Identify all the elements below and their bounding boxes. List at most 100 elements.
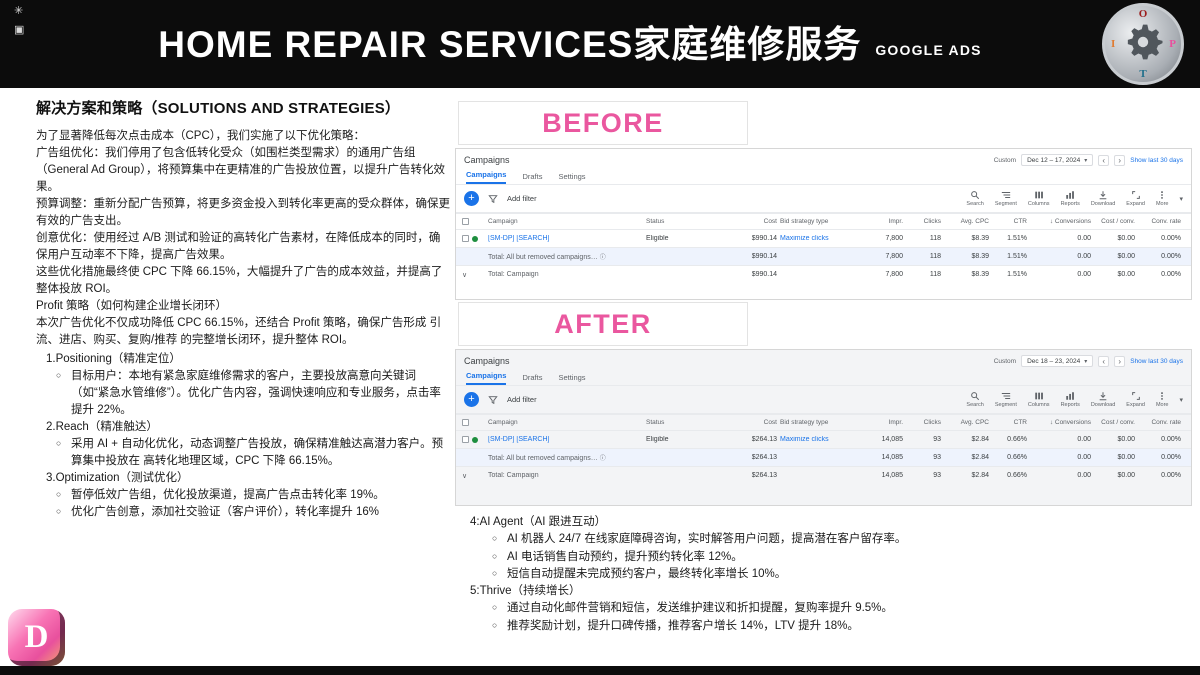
show-last-30-days-link[interactable]: Show last 30 days <box>1130 357 1183 365</box>
column-header: Clicks <box>923 419 941 426</box>
bullet-item: 目标用户：本地有紧急家庭维修需求的客户，主要投放高意向关键词（如“紧急水管维修”… <box>56 368 450 419</box>
sparkle-icon[interactable]: ✳ <box>14 5 24 17</box>
columns-icon <box>1034 190 1044 200</box>
cell-conversions: 0.00 <box>1077 235 1091 242</box>
tab-campaigns[interactable]: Campaigns <box>466 371 507 385</box>
cell-name: Total: Campaign <box>488 271 539 278</box>
collapse-chevron-icon[interactable]: ∨ <box>462 472 468 480</box>
enabled-status-icon <box>472 235 478 242</box>
google-ads-screenshot-before: Campaigns Custom Dec 12 – 17, 2024▾ ‹ › Show … <box>455 148 1192 300</box>
column-header: ↓ Conversions <box>1049 218 1091 225</box>
cell-name[interactable]: [SM-DP] [SEARCH] <box>488 436 550 443</box>
date-prev-button[interactable]: ‹ <box>1098 355 1110 367</box>
caret-down-icon: ▾ <box>1084 358 1088 365</box>
cell-avg_cpc: $2.84 <box>971 436 989 443</box>
bullet-item: 采用 AI + 自动化优化，动态调整广告投放，确保精准触达高潜力客户。预算集中投… <box>56 436 450 470</box>
add-campaign-button[interactable]: + <box>464 392 479 407</box>
row-checkbox[interactable] <box>462 235 469 242</box>
columns-icon <box>1034 391 1044 401</box>
add-campaign-button[interactable]: + <box>464 191 479 206</box>
cell-bid[interactable]: Maximize clicks <box>780 436 829 443</box>
toolbar-search-button[interactable]: Search <box>966 190 984 207</box>
date-custom-label: Custom <box>993 156 1017 164</box>
expand-icon <box>1131 391 1141 401</box>
expand-icon <box>1131 190 1141 200</box>
toolbar-segment-button[interactable]: Segment <box>995 190 1017 207</box>
table-row: Total: All but removed campaigns…ⓘ$264.1… <box>456 448 1191 466</box>
cell-conversions: 0.00 <box>1077 472 1091 479</box>
column-header: CTR <box>1013 419 1027 426</box>
column-header: Cost <box>763 419 777 426</box>
solutions-title: 解决方案和策略（SOLUTIONS AND STRATEGIES） <box>36 100 401 117</box>
date-range-selector[interactable]: Dec 18 – 23, 2024▾ <box>1021 355 1094 367</box>
select-all-checkbox[interactable] <box>462 218 469 225</box>
cell-name: Total: All but removed campaigns…ⓘ <box>488 254 606 261</box>
tab-drafts[interactable]: Drafts <box>522 373 543 382</box>
tab-campaigns[interactable]: Campaigns <box>466 170 507 184</box>
toolbar-caret-icon[interactable]: ▾ <box>1179 195 1183 203</box>
header-bar: ✳ ▣ HOME REPAIR SERVICES家庭维修服务 GOOGLE AD… <box>0 0 1200 88</box>
after-label-box: AFTER <box>458 302 748 346</box>
collapse-chevron-icon[interactable]: ∨ <box>462 271 468 279</box>
cell-name: Total: Campaign <box>488 472 539 479</box>
tab-settings[interactable]: Settings <box>558 373 586 382</box>
cell-status: Eligible <box>646 436 669 443</box>
cell-cost: $990.14 <box>751 235 777 242</box>
logo-letter-p: P <box>1169 38 1176 50</box>
tab-settings[interactable]: Settings <box>558 172 586 181</box>
cell-ctr: 0.66% <box>1007 436 1027 443</box>
toolbar-download-button[interactable]: Download <box>1091 190 1115 207</box>
paragraph: 广告组优化：我们停用了包含低转化受众（如围栏类型需求）的通用广告组（Genera… <box>36 146 445 193</box>
left-paragraphs: 为了显著降低每次点击成本（CPC），我们实施了以下优化策略：广告组优化：我们停用… <box>36 128 450 349</box>
tab-drafts[interactable]: Drafts <box>522 172 543 181</box>
toolbar-reports-button[interactable]: Reports <box>1061 391 1080 408</box>
date-next-button[interactable]: › <box>1114 355 1126 367</box>
cell-bid[interactable]: Maximize clicks <box>780 235 829 242</box>
row-checkbox[interactable] <box>462 436 469 443</box>
funnel-icon[interactable] <box>488 194 498 204</box>
cell-name: Total: All but removed campaigns…ⓘ <box>488 455 606 462</box>
date-prev-button[interactable]: ‹ <box>1098 154 1110 166</box>
toolbar-reports-button[interactable]: Reports <box>1061 190 1080 207</box>
cell-avg_cpc: $2.84 <box>971 472 989 479</box>
cell-ctr: 1.51% <box>1007 253 1027 260</box>
toolbar-segment-button[interactable]: Segment <box>995 391 1017 408</box>
cell-clicks: 118 <box>929 253 941 260</box>
column-header: Status <box>646 218 665 225</box>
table-row: Total: All but removed campaigns…ⓘ$990.1… <box>456 247 1191 265</box>
toolbar-more-button[interactable]: More <box>1156 190 1168 207</box>
select-all-checkbox[interactable] <box>462 419 469 426</box>
column-header: Bid strategy type <box>780 419 829 426</box>
after-label: AFTER <box>554 308 652 339</box>
column-header: Conv. rate <box>1151 419 1181 426</box>
add-filter-button[interactable]: Add filter <box>507 395 537 404</box>
toolbar-columns-button[interactable]: Columns <box>1028 190 1050 207</box>
cell-ctr: 0.66% <box>1007 454 1027 461</box>
show-last-30-days-link[interactable]: Show last 30 days <box>1130 156 1183 164</box>
column-header: ↓ Conversions <box>1049 419 1091 426</box>
toolbar-caret-icon[interactable]: ▾ <box>1179 396 1183 404</box>
toolbar-expand-button[interactable]: Expand <box>1126 190 1145 207</box>
paragraph: 创意优化：使用经过 A/B 测试和验证的高转化广告素材，在降低成本的同时，确保用… <box>36 231 441 261</box>
section-heading: 1.Positioning（精准定位） <box>46 352 181 365</box>
toolbar-columns-button[interactable]: Columns <box>1028 391 1050 408</box>
toolbar-download-button[interactable]: Download <box>1091 391 1115 408</box>
date-controls: Custom Dec 12 – 17, 2024▾ ‹ › Show last 30 d… <box>994 154 1183 166</box>
bullet-item: 通过自动化邮件营销和短信，发送维护建议和折扣提醒，复购率提升 9.5%。 <box>492 600 1185 617</box>
grid-icon[interactable]: ▣ <box>14 24 25 36</box>
cell-conversions: 0.00 <box>1077 454 1091 461</box>
cell-conversions: 0.00 <box>1077 253 1091 260</box>
enabled-status-icon <box>472 436 478 443</box>
toolbar-search-button[interactable]: Search <box>966 391 984 408</box>
add-filter-button[interactable]: Add filter <box>507 194 537 203</box>
cell-conversions: 0.00 <box>1077 271 1091 278</box>
toolbar-expand-button[interactable]: Expand <box>1126 391 1145 408</box>
date-next-button[interactable]: › <box>1114 154 1126 166</box>
funnel-icon[interactable] <box>488 395 498 405</box>
date-range-selector[interactable]: Dec 12 – 17, 2024▾ <box>1021 154 1094 166</box>
toolbar-more-button[interactable]: More <box>1156 391 1168 408</box>
cell-name[interactable]: [SM-DP] [SEARCH] <box>488 235 550 242</box>
